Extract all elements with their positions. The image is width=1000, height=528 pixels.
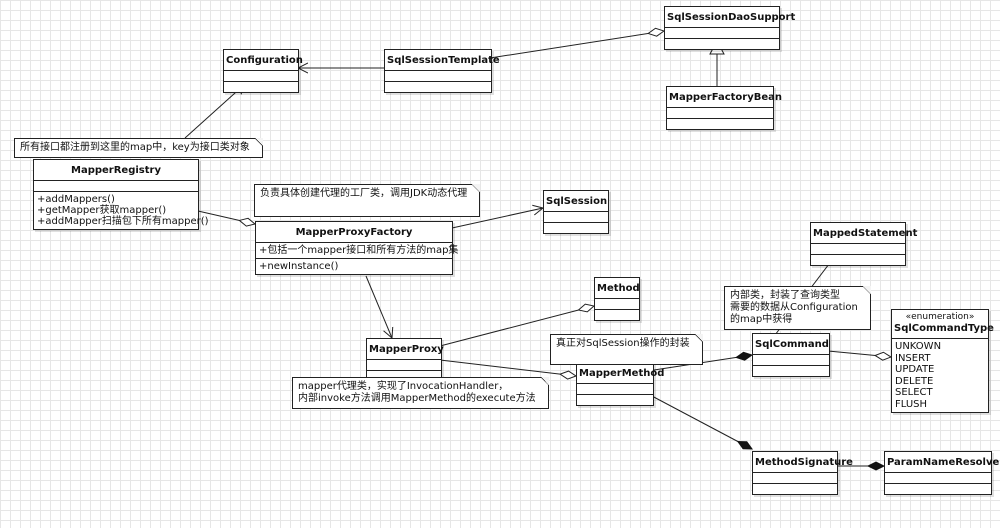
attributes-section bbox=[753, 472, 837, 483]
operations-section bbox=[224, 81, 298, 92]
enum-literal: UPDATE bbox=[895, 364, 935, 375]
class-configuration[interactable]: Configuration bbox=[223, 49, 303, 93]
attributes-section bbox=[367, 359, 441, 370]
attributes-section bbox=[885, 472, 991, 483]
edge-mappermethod-aggregated-by-proxy bbox=[439, 359, 576, 376]
class-name: MethodSignature bbox=[755, 457, 853, 468]
class-sqlsession[interactable]: SqlSession bbox=[543, 190, 609, 234]
class-name: MapperProxy bbox=[369, 344, 444, 355]
edge-signature-composed-in-mappermethod bbox=[649, 394, 752, 449]
class-name: MapperMethod bbox=[579, 368, 665, 379]
attributes-section bbox=[665, 27, 779, 38]
class-mapperproxy[interactable]: MapperProxy bbox=[366, 338, 444, 382]
class-name: Method bbox=[597, 283, 640, 294]
class-name: MapperProxyFactory bbox=[295, 227, 413, 238]
attributes-section bbox=[34, 180, 198, 191]
stereotype-label: «enumeration» bbox=[905, 312, 975, 322]
operations-section bbox=[753, 365, 829, 376]
class-methodsignature[interactable]: MethodSignature bbox=[752, 451, 853, 495]
attributes-section bbox=[667, 107, 773, 118]
attributes-section bbox=[577, 383, 653, 394]
attributes-section bbox=[595, 298, 639, 309]
edge-sqlcommand-composed-in-mappermethod bbox=[653, 355, 752, 371]
operation: +getMapper获取mapper() bbox=[37, 205, 167, 216]
note-text-line: 需要的数据从Configuration bbox=[730, 302, 858, 313]
operation: +addMapper扫描包下所有mapper() bbox=[37, 216, 209, 227]
operations-section: +newInstance() bbox=[256, 258, 452, 274]
literals-section: UNKOWN INSERT UPDATE DELETE SELECT FLUSH bbox=[892, 338, 988, 412]
operations-section bbox=[667, 118, 773, 129]
note-text-line: 内部invoke方法调用MapperMethod的execute方法 bbox=[298, 393, 536, 404]
attribute: +包括一个mapper接口和所有方法的map集 bbox=[259, 245, 459, 256]
class-mapperregistry[interactable]: MapperRegistry +addMappers() +getMapper获… bbox=[33, 159, 209, 230]
class-name: SqlSessionDaoSupport bbox=[667, 12, 796, 23]
note-factory[interactable]: 负责具体创建代理的工厂类，调用JDK动态代理 bbox=[254, 184, 481, 217]
attributes-section bbox=[385, 70, 491, 81]
class-name: MapperFactoryBean bbox=[669, 92, 783, 103]
class-name: SqlSession bbox=[546, 196, 608, 207]
note-mapperproxy[interactable]: mapper代理类，实现了InvocationHandler， 内部invoke… bbox=[292, 377, 549, 409]
note-text-line: mapper代理类，实现了InvocationHandler， bbox=[298, 381, 509, 392]
class-mapperproxyfactory[interactable]: MapperProxyFactory +包括一个mapper接口和所有方法的ma… bbox=[255, 221, 459, 275]
class-name: Configuration bbox=[226, 55, 303, 66]
enum-literal: UNKOWN bbox=[895, 341, 942, 352]
note-text: 所有接口都注册到这里的map中，key为接口类对象 bbox=[20, 142, 250, 153]
enum-literal: DELETE bbox=[895, 375, 934, 387]
operations-section bbox=[665, 38, 779, 49]
class-sqlcommandtype[interactable]: «enumeration» SqlCommandType UNKOWN INSE… bbox=[891, 309, 994, 413]
operations-section bbox=[885, 483, 991, 494]
attributes-section bbox=[544, 211, 608, 222]
edge-factory-to-mapperproxy bbox=[365, 275, 392, 338]
attributes-section bbox=[753, 354, 829, 365]
class-name: ParamNameResolver bbox=[887, 457, 1000, 468]
class-name: SqlSessionTemplate bbox=[387, 55, 500, 66]
operations-section bbox=[811, 254, 905, 265]
operations-section bbox=[367, 370, 441, 381]
class-mapperfactorybean[interactable]: MapperFactoryBean bbox=[666, 86, 783, 130]
class-name: MapperRegistry bbox=[71, 165, 161, 176]
note-text: 真正对SqlSession操作的封装 bbox=[556, 338, 690, 349]
note-mappermethod[interactable]: 真正对SqlSession操作的封装 bbox=[550, 334, 703, 365]
class-mappedstatement[interactable]: MappedStatement bbox=[810, 222, 918, 266]
class-name: SqlCommandType bbox=[894, 323, 994, 334]
enum-literal: SELECT bbox=[895, 387, 933, 398]
operations-section: +addMappers() +getMapper获取mapper() +addM… bbox=[34, 191, 209, 229]
attributes-section bbox=[224, 70, 298, 81]
operation: +newInstance() bbox=[259, 261, 339, 272]
class-mappermethod[interactable]: MapperMethod bbox=[576, 362, 665, 406]
class-sqlsessiondaosupport[interactable]: SqlSessionDaoSupport bbox=[664, 6, 796, 50]
operation: +addMappers() bbox=[37, 194, 115, 205]
edge-factory-to-sqlsession bbox=[451, 208, 543, 229]
edge-factory-aggregated-by-registry bbox=[197, 210, 255, 224]
operations-section bbox=[385, 81, 491, 92]
note-registry[interactable]: 所有接口都注册到这里的map中，key为接口类对象 bbox=[14, 138, 263, 158]
class-method[interactable]: Method bbox=[594, 277, 640, 321]
operations-section bbox=[544, 222, 608, 233]
note-text-line: 内部类，封装了查询类型 bbox=[730, 290, 840, 301]
attributes-section bbox=[811, 243, 905, 254]
attributes-section: +包括一个mapper接口和所有方法的map集 bbox=[256, 242, 459, 258]
note-sqlcommand[interactable]: 内部类，封装了查询类型 需要的数据从Configuration 的map中获得 bbox=[724, 286, 871, 330]
operations-section bbox=[577, 394, 653, 405]
note-text-line: 的map中获得 bbox=[730, 314, 793, 325]
edge-daosupport-aggregates-template bbox=[489, 31, 664, 59]
edge-note-to-configuration bbox=[184, 84, 245, 139]
enum-literal: INSERT bbox=[895, 352, 931, 364]
edge-method-aggregated-by-proxy bbox=[439, 306, 594, 347]
class-paramnameresolver[interactable]: ParamNameResolver bbox=[884, 451, 1000, 495]
enum-literal: FLUSH bbox=[895, 398, 928, 410]
class-sqlcommand[interactable]: SqlCommand bbox=[752, 333, 830, 377]
note-text: 负责具体创建代理的工厂类，调用JDK动态代理 bbox=[260, 188, 468, 199]
operations-section bbox=[595, 309, 639, 320]
class-name: SqlCommand bbox=[755, 339, 829, 350]
class-sqlsessiontemplate[interactable]: SqlSessionTemplate bbox=[384, 49, 500, 93]
class-name: MappedStatement bbox=[813, 228, 918, 239]
edge-sqlcommandtype-aggregated-by-sqlcommand bbox=[827, 350, 891, 357]
operations-section bbox=[753, 483, 837, 494]
